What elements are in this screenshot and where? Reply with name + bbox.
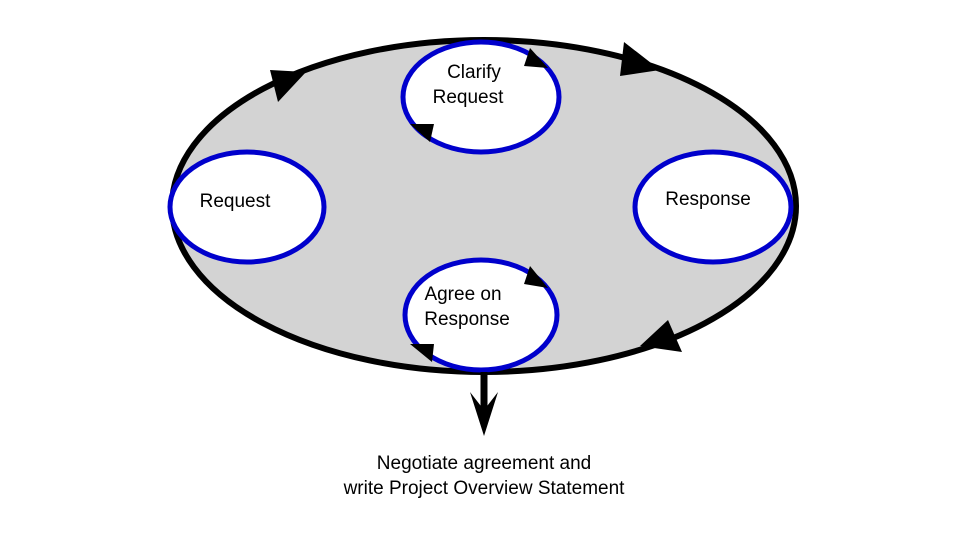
agree-loop-arrow-top-icon	[524, 266, 548, 288]
outcome-caption: Negotiate agreement and write Project Ov…	[300, 451, 668, 501]
clarify-loop-arrow-bottom-icon	[410, 124, 434, 142]
clarify-loop-arrow-top-icon	[524, 48, 548, 68]
clarify-label-line2: Request	[432, 87, 504, 108]
cycle-arrow-bottom-right-icon	[640, 320, 682, 352]
response-label: Response	[665, 189, 751, 210]
agree-loop-arrow-bottom-icon	[410, 344, 434, 362]
request-label: Request	[199, 191, 271, 212]
agree-on-response-node	[402, 257, 560, 373]
agree-on-response-label: Agree on Response	[412, 282, 522, 332]
response-node	[632, 149, 794, 265]
clarify-request-node	[400, 39, 562, 155]
clarify-label-line1: Clarify	[447, 62, 501, 83]
caption-line1: Negotiate agreement and	[376, 453, 592, 474]
outcome-arrow-head-icon	[470, 392, 498, 436]
cycle-arrow-top-right-icon	[620, 42, 660, 76]
caption-line2: write Project Overview Statement	[343, 478, 625, 499]
cycle-arrow-top-left-icon	[270, 70, 306, 102]
request-node	[167, 149, 327, 265]
agree-label-line2: Response	[424, 309, 510, 330]
agree-label-line1: Agree on	[424, 284, 502, 305]
clarify-request-label: Clarify Request	[418, 60, 518, 110]
